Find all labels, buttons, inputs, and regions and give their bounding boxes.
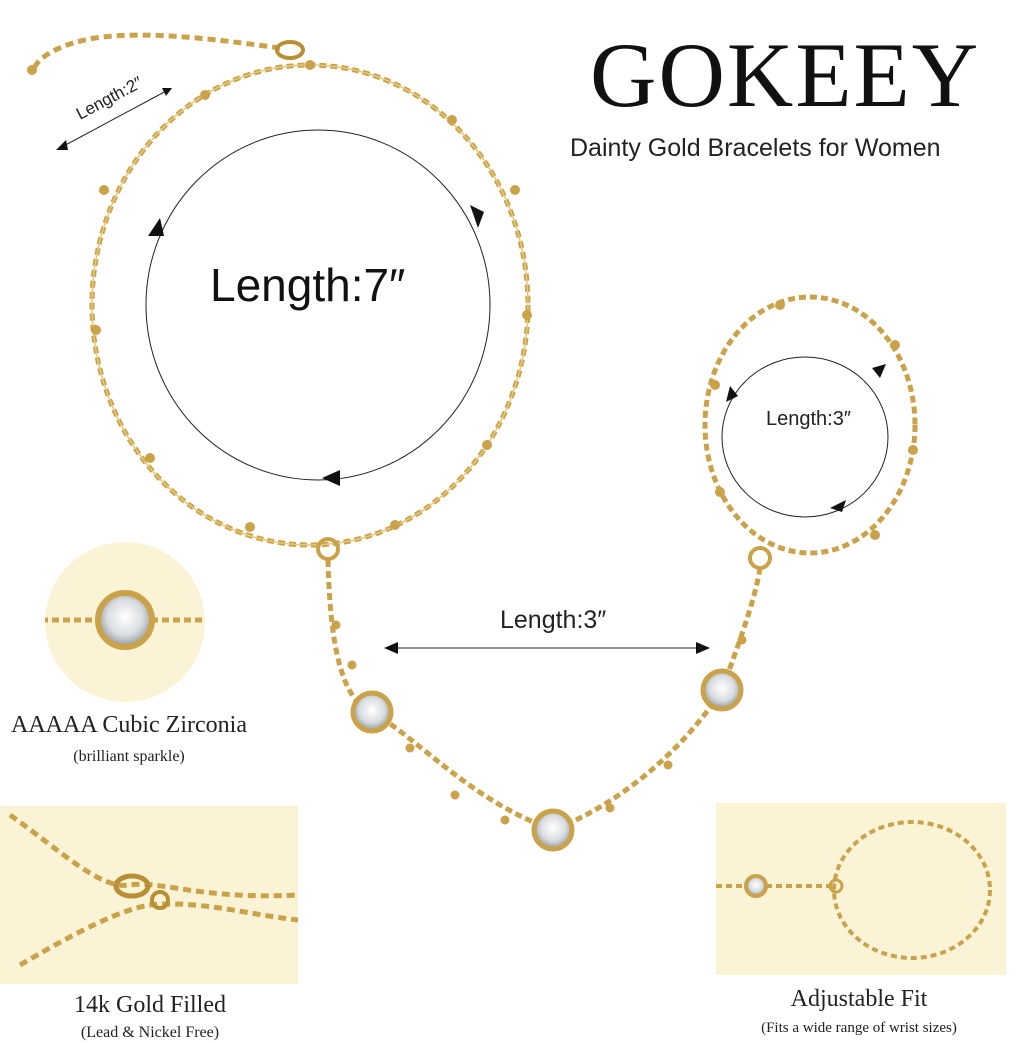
adjustable-feature-subtitle: (Fits a wide range of wrist sizes) — [761, 1020, 957, 1036]
adjustable-feature-title: Adjustable Fit — [790, 986, 928, 1012]
cz-feature-image — [45, 542, 205, 702]
gold-feature-subtitle: (Lead & Nickel Free) — [80, 1024, 220, 1041]
cubic-zirconia-stone-icon — [350, 668, 744, 852]
bracelet-length-label: Length:7″ — [210, 259, 406, 311]
arrow-icon — [470, 205, 484, 228]
extender-length-indicator: Length:2″ — [56, 73, 172, 150]
extender-length-label: Length:2″ — [73, 73, 146, 124]
arrow-icon — [696, 642, 710, 654]
gold-feature-title: 14k Gold Filled — [73, 992, 226, 1018]
adjustable-feature-image — [716, 803, 1006, 975]
brand-title: GOKEEY — [590, 24, 981, 126]
gold-feature-image — [0, 806, 299, 984]
arrow-icon — [384, 642, 398, 654]
arrow-icon — [830, 500, 846, 512]
arrow-icon — [322, 470, 340, 486]
cz-feature-subtitle: (brilliant sparkle) — [73, 748, 185, 765]
connector-length-label: Length:3″ — [500, 606, 607, 634]
arrow-icon — [148, 218, 164, 236]
arrow-icon — [726, 386, 738, 402]
connector-chain — [316, 537, 772, 852]
connector-length-indicator — [384, 642, 710, 654]
bracelet-chain-icon — [27, 32, 532, 548]
bracelet-length-indicator — [145, 129, 491, 486]
product-subtitle: Dainty Gold Bracelets for Women — [570, 134, 941, 162]
ring-chain-icon — [702, 294, 918, 556]
cz-feature-title: AAAAA Cubic Zirconia — [11, 712, 247, 738]
lobster-clasp-icon — [113, 873, 151, 899]
ring-length-label: Length:3″ — [766, 408, 851, 430]
arrow-icon — [872, 364, 886, 378]
lobster-clasp-icon — [275, 40, 305, 60]
ring-length-indicator — [721, 356, 889, 518]
